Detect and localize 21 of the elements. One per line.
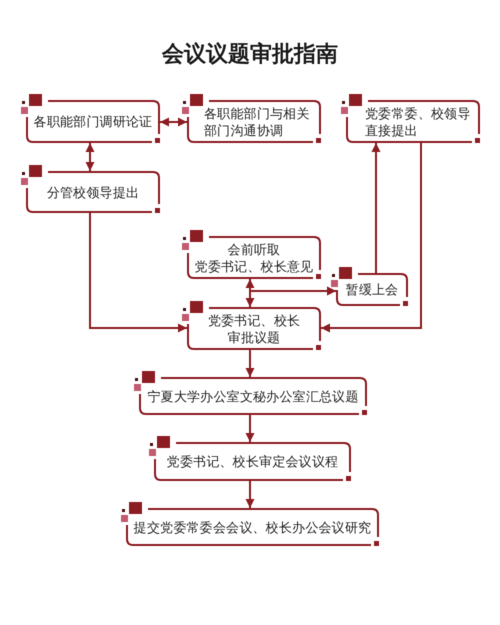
- arrow: [372, 143, 380, 273]
- arrow: [89, 213, 187, 332]
- step-text: 提交党委常委会会议、校长办公会议研究: [134, 520, 372, 536]
- double-arrow: [246, 279, 254, 307]
- double-arrow: [86, 143, 94, 171]
- step-text: 党委书记、校长意见: [194, 258, 314, 276]
- double-arrow: [160, 118, 187, 126]
- arrow: [246, 350, 254, 377]
- step-text: 党委书记、校长审定会议议程: [166, 454, 338, 471]
- arrow: [321, 143, 422, 332]
- step-text: 各职能部门与相关部门沟通协调: [204, 106, 311, 140]
- step-text: 会前听取: [228, 242, 280, 258]
- step-text: 暂缓上会: [346, 282, 398, 299]
- title: 会议议题审批指南: [162, 42, 338, 68]
- step-text: 党委书记、校长审批议题: [206, 312, 302, 346]
- arrow: [246, 481, 254, 508]
- step-text: 党委常委、校领导直接提出: [365, 106, 472, 140]
- arrow: [246, 415, 254, 442]
- step-text: 宁夏大学办公室文秘办公室汇总议题: [147, 388, 359, 406]
- step-text: 各职能部门调研论证: [34, 114, 152, 131]
- step-text: 分管校领导提出: [46, 184, 140, 202]
